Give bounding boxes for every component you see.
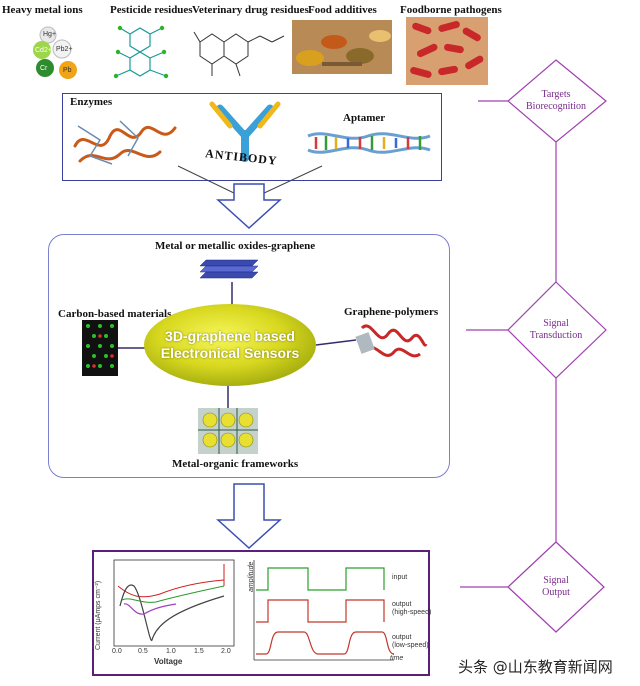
signal-plot [253, 560, 395, 661]
enzymes-label: Enzymes [70, 96, 113, 108]
stage-output: Signal Output [516, 575, 596, 599]
ion-pb2: Pb [63, 67, 72, 74]
stage-transduction-line1: Signal [543, 318, 569, 329]
stage-output-line1: Signal [543, 575, 569, 586]
center-title-line1: 3D-graphene based [165, 328, 295, 344]
mof-structure-image [198, 408, 258, 454]
stage-targets: Targets Biorecognition [516, 89, 596, 113]
center-title: 3D-graphene based Electronical Sensors [142, 328, 318, 362]
cv-curve-green [121, 585, 225, 603]
cv-xlabel: Voltage [154, 657, 183, 666]
ion-hg: Hg+ [43, 31, 57, 38]
biorecognition-box [62, 93, 442, 181]
graphene-sheets-image [199, 259, 259, 279]
carbon-lattice-image [82, 320, 118, 376]
food-additives-image [292, 20, 392, 74]
target-label-pathogens: Foodborne pathogens [400, 4, 502, 16]
foodborne-pathogens-image [406, 17, 488, 85]
trace-label-low-2: (low-speed) [392, 642, 429, 649]
stage-diamond-targets [507, 59, 607, 143]
hub-left-label: Carbon-based materials [58, 308, 172, 320]
trace-label-input: input [392, 574, 408, 581]
enzyme-structure-image [73, 120, 177, 165]
hub-top-label: Metal or metallic oxides-graphene [155, 240, 316, 252]
aptamer-label: Aptamer [343, 112, 386, 124]
target-label-veterinary: Veterinary drug residues [192, 4, 309, 16]
low-speed-trace [256, 631, 395, 655]
cv-curve-black [119, 584, 225, 641]
center-title-line2: Electronical Sensors [160, 345, 300, 361]
target-label-pesticide: Pesticide residues [110, 4, 193, 16]
stage-targets-line1: Targets [541, 89, 571, 100]
cv-plot [113, 559, 235, 647]
signal-xlabel: time [390, 655, 404, 662]
cv-xtick-3: 1.5 [194, 648, 204, 655]
down-arrow-1 [216, 183, 282, 230]
input-trace [256, 567, 385, 591]
hub-right-label: Graphene-polymers [344, 306, 439, 318]
high-speed-trace [256, 599, 385, 623]
target-label-heavy-metal: Heavy metal ions [2, 4, 83, 16]
cv-xtick-4: 2.0 [221, 648, 231, 655]
center-ellipse [144, 304, 316, 386]
trace-label-low-1: output [392, 634, 412, 641]
ion-cd: Cd2+ [35, 47, 52, 54]
stage-targets-line2: Biorecognition [526, 101, 586, 112]
cv-xtick-2: 1.0 [166, 648, 176, 655]
graphene-polymer-image [355, 324, 428, 358]
cv-xtick-0: 0.0 [112, 648, 122, 655]
stage-output-line2: Output [542, 587, 570, 598]
cv-curve-purple [123, 603, 177, 615]
cv-curve-red [117, 579, 225, 598]
antibody-image [209, 101, 281, 162]
stage-diamond-output [507, 541, 605, 633]
stage-transduction-line2: Transduction [529, 330, 583, 341]
cv-xtick-1: 0.5 [138, 648, 148, 655]
stage-transduction: Signal Transduction [516, 318, 596, 342]
ion-cr: Cr [40, 65, 48, 72]
pesticide-molecule-image [113, 25, 169, 79]
stage-diamond-transduction [507, 281, 607, 379]
trace-label-high-2: (high-speed) [392, 609, 432, 616]
aptamer-dna-image [307, 132, 431, 154]
watermark: 头条 @山东教育新闻网 [458, 658, 613, 676]
trace-label-high-1: output [392, 601, 412, 608]
heavy-metal-ions-image [33, 26, 77, 79]
target-label-food-additives: Food additives [308, 4, 377, 16]
hub-bottom-label: Metal-organic frameworks [172, 458, 299, 470]
ion-pb: Pb2+ [56, 46, 73, 53]
veterinary-drug-structure-image [193, 31, 285, 77]
down-arrow-2 [216, 483, 282, 550]
